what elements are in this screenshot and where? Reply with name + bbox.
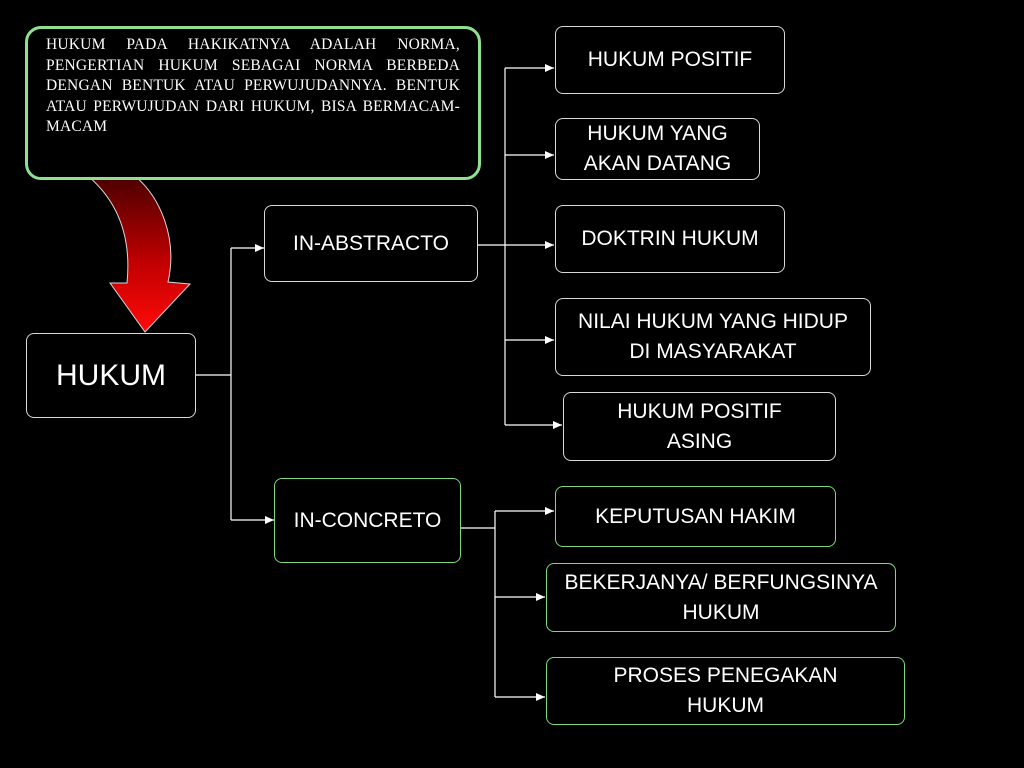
node-label: HUKUM YANG AKAN DATANG xyxy=(583,122,732,175)
node-bekerjanya-hukum: BEKERJANYA/ BERFUNGSINYA HUKUM xyxy=(546,563,896,632)
node-hukum-yang-akan-datang: HUKUM YANG AKAN DATANG xyxy=(555,118,760,180)
curved-down-arrow xyxy=(86,175,192,333)
node-doktrin-hukum: DOKTRIN HUKUM xyxy=(555,205,785,273)
node-label: HUKUM POSITIF ASING xyxy=(617,399,782,453)
node-hukum-positif: HUKUM POSITIF xyxy=(555,26,785,94)
node-hukum-positif-asing: HUKUM POSITIF ASING xyxy=(563,392,836,461)
node-in-abstracto-label: IN-ABSTRACTO xyxy=(293,231,449,255)
node-label: PROSES PENEGAKAN HUKUM xyxy=(613,664,838,717)
node-in-concreto: IN-CONCRETO xyxy=(274,478,461,563)
node-label: DOKTRIN HUKUM xyxy=(581,227,759,250)
node-hukum-label: HUKUM xyxy=(56,358,166,392)
node-label: BEKERJANYA/ BERFUNGSINYA HUKUM xyxy=(564,570,878,624)
node-label: NILAI HUKUM YANG HIDUP DI MASYARAKAT xyxy=(578,310,848,363)
node-hukum: HUKUM xyxy=(26,333,196,418)
node-in-concreto-label: IN-CONCRETO xyxy=(293,508,442,532)
node-label: KEPUTUSAN HAKIM xyxy=(595,504,796,528)
node-nilai-hukum: NILAI HUKUM YANG HIDUP DI MASYARAKAT xyxy=(555,298,871,376)
node-in-abstracto: IN-ABSTRACTO xyxy=(264,205,478,282)
node-label: HUKUM POSITIF xyxy=(587,48,753,71)
node-proses-penegakan-hukum: PROSES PENEGAKAN HUKUM xyxy=(546,657,905,725)
definition-note: HUKUM PADA HAKIKATNYA ADALAH NORMA, PENG… xyxy=(25,26,481,180)
node-keputusan-hakim: KEPUTUSAN HAKIM xyxy=(555,486,836,547)
